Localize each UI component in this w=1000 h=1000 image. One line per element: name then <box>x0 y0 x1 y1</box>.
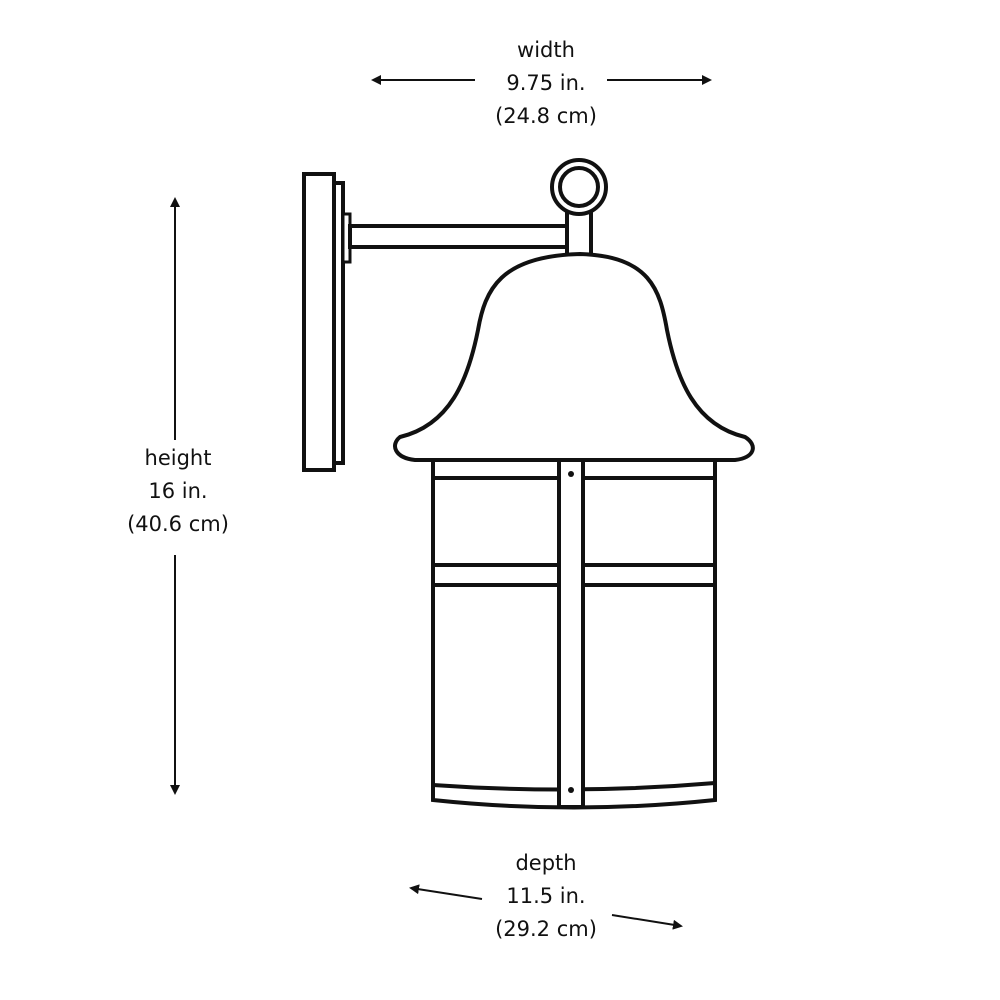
arm <box>348 224 570 249</box>
center-strap <box>557 458 585 809</box>
width-imperial: 9.75 in. <box>506 71 586 95</box>
rivet-top <box>568 471 574 477</box>
hanging-ring-inner <box>558 166 600 208</box>
height-metric: (40.6 cm) <box>127 512 229 536</box>
neck <box>565 208 593 258</box>
rivet-bottom <box>568 787 574 793</box>
depth-label: depth 11.5 in. (29.2 cm) <box>446 847 646 946</box>
width-label: width 9.75 in. (24.8 cm) <box>446 34 646 133</box>
bell-shade <box>393 251 755 462</box>
width-metric: (24.8 cm) <box>495 104 597 128</box>
depth-arrow-left <box>409 884 483 900</box>
depth-metric: (29.2 cm) <box>495 917 597 941</box>
wall-plate-inner <box>332 181 345 465</box>
depth-imperial: 11.5 in. <box>506 884 586 908</box>
dimension-arrows <box>170 75 712 930</box>
wall-plate <box>302 172 336 472</box>
depth-arrow-right <box>611 914 683 930</box>
height-title: height <box>144 446 212 470</box>
width-title: width <box>517 38 575 62</box>
height-label: height 16 in. (40.6 cm) <box>78 442 278 541</box>
lantern <box>302 158 755 810</box>
height-imperial: 16 in. <box>148 479 208 503</box>
depth-title: depth <box>515 851 577 875</box>
